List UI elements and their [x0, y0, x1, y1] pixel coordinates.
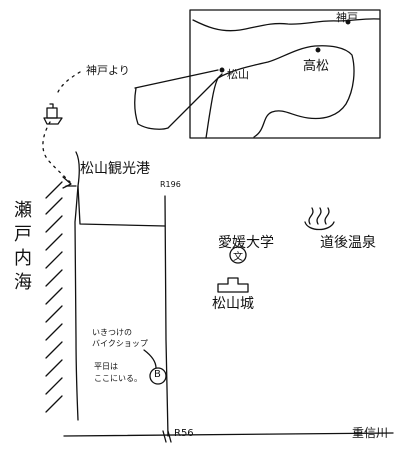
road-bottom [63, 432, 394, 437]
shikoku-coastline [205, 45, 355, 139]
sea-label: 瀬戸内海 [11, 200, 32, 296]
shigenobu-river-label: 重信川 [352, 426, 389, 440]
port-label: 松山観光港 [80, 161, 150, 177]
matsuyama-dot [219, 67, 225, 73]
onsen-label: 道後温泉 [320, 235, 376, 251]
r196-label: R196 [160, 180, 181, 189]
takamatsu-dot [315, 47, 321, 53]
port-pier [65, 185, 166, 227]
ferry-from-kobe-label: 神戸より [86, 64, 130, 77]
kobe-label: 神戸 [336, 11, 358, 24]
port-coastline [74, 151, 80, 421]
university-symbol: 文 [233, 252, 243, 263]
inset-frame [189, 9, 381, 139]
castle-icon [217, 277, 249, 293]
bike-note-line-2: バイクショップ [92, 339, 148, 348]
bike-note-line-3: 平日は [94, 362, 118, 371]
coast-hatching [45, 181, 63, 413]
road-r196 [164, 195, 169, 437]
university-label: 愛媛大学 [218, 235, 274, 251]
bike-shop-pointer [143, 349, 157, 369]
university-circle [229, 246, 247, 264]
bike-shop-marker: B [154, 369, 161, 380]
onsen-icon [304, 207, 335, 231]
ferry-route [42, 71, 81, 183]
bike-note-line-1: いきつけの [92, 328, 132, 337]
road-r56-tick [162, 430, 172, 443]
ferry-arrow-icon [62, 176, 72, 189]
bike-shop-circle [149, 367, 167, 385]
honshu-coastline [192, 18, 380, 32]
ship-icon [43, 103, 63, 125]
takamatsu-label: 高松 [303, 59, 330, 74]
bike-note-line-4: ここにいる。 [94, 374, 142, 383]
kobe-dot [345, 19, 351, 25]
zoom-cone [134, 69, 223, 130]
matsuyama-label: 松山 [227, 68, 249, 81]
castle-label: 松山城 [212, 296, 254, 312]
r56-label: R56 [174, 428, 194, 439]
